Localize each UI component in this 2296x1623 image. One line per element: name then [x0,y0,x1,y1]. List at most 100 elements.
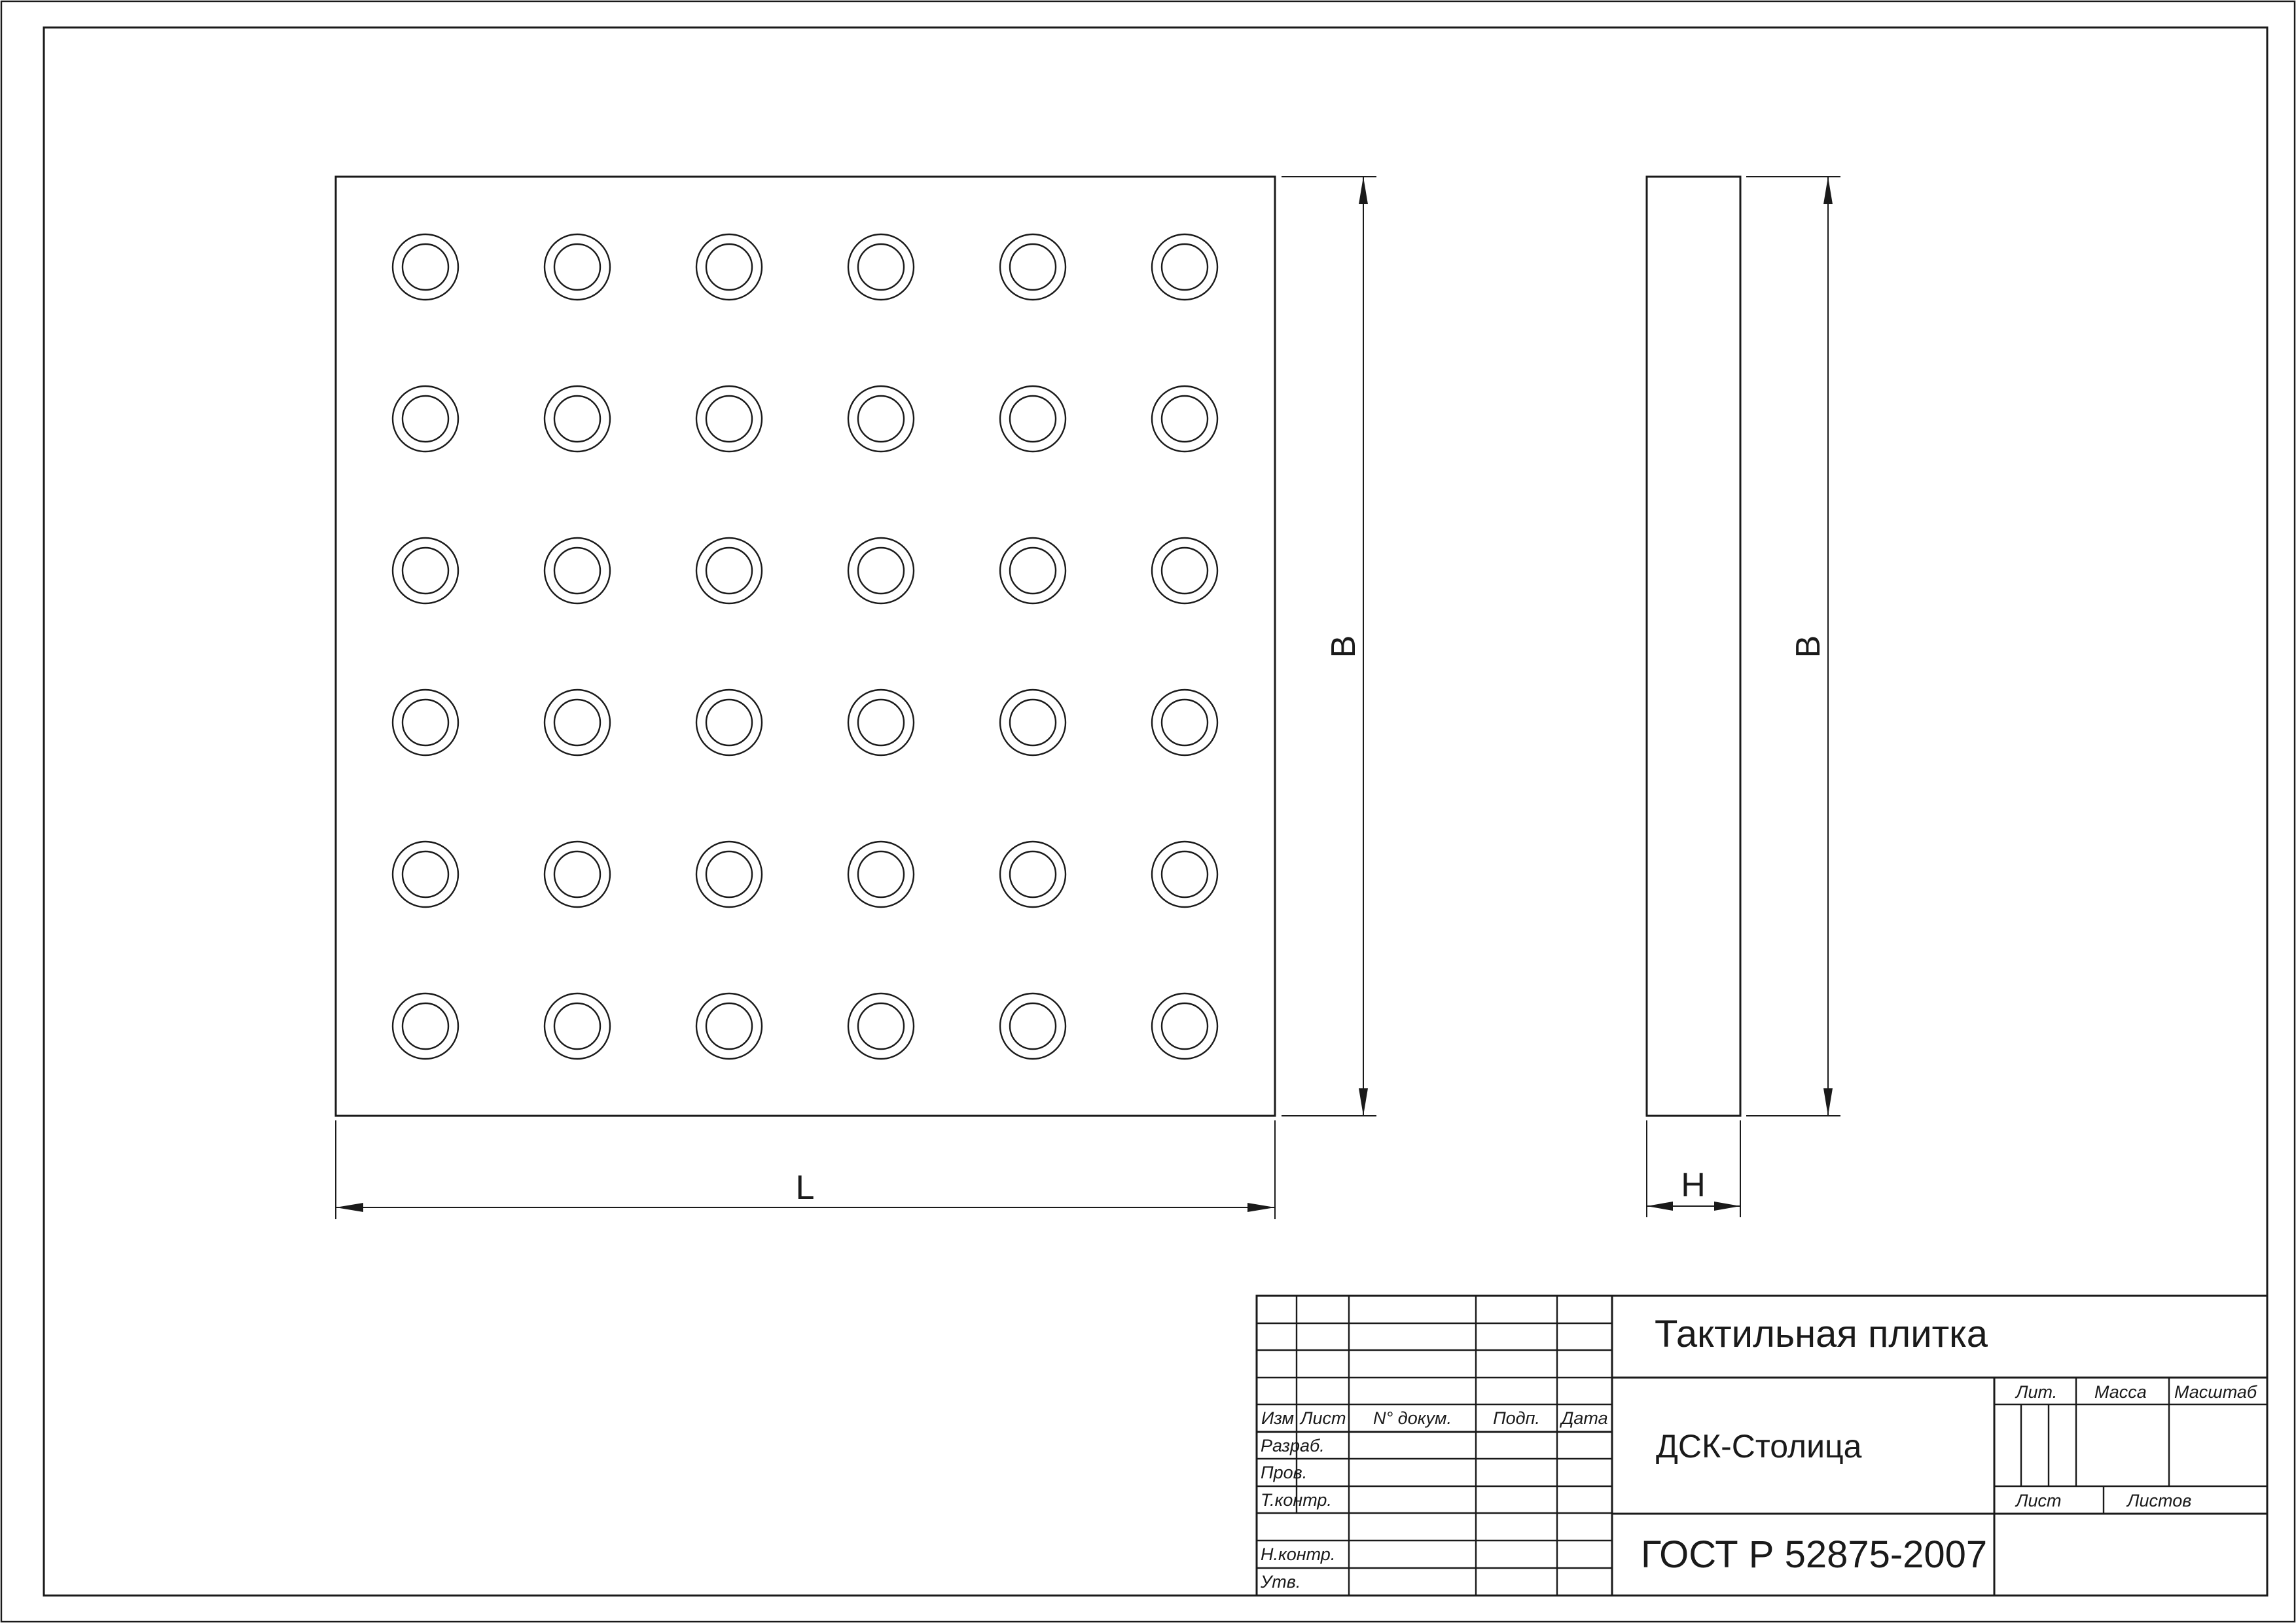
tactile-stud [1151,992,1219,1060]
stud-outer-ring [543,688,611,757]
stud-inner-ring [1160,243,1209,291]
stud-inner-ring [553,698,601,747]
stud-outer-ring [391,385,459,453]
stud-outer-ring [847,385,915,453]
stud-outer-ring [847,537,915,605]
tactile-stud [1151,688,1219,757]
dimension-width-front: B [1282,176,1376,1116]
stud-inner-ring [1009,243,1057,291]
stud-inner-ring [401,1002,450,1050]
tactile-stud [999,537,1067,605]
stud-inner-ring [1160,546,1209,595]
tactile-stud [391,385,459,453]
stud-inner-ring [1160,698,1209,747]
drawing-frame [43,26,2269,1597]
tactile-stud [695,992,763,1060]
side-view: B H [1645,175,1840,1217]
tb-role-tech-control: Т.контр. [1261,1490,1332,1510]
tb-sheet-label: Лист [2015,1491,2062,1510]
tactile-stud [847,688,915,757]
tactile-stud [1151,840,1219,908]
tactile-stud [391,992,459,1060]
stud-inner-ring [1009,1002,1057,1050]
tb-header-list: Лист [1299,1408,1346,1428]
tactile-stud [999,992,1067,1060]
stud-outer-ring [391,233,459,301]
tactile-stud [543,992,611,1060]
stud-outer-ring [391,840,459,908]
tb-role-developer: Разраб. [1261,1436,1325,1455]
stud-inner-ring [857,1002,905,1050]
dimension-height: H [1646,1120,1741,1217]
tb-header-signature: Подп. [1493,1408,1540,1428]
tb-lit-label: Лит. [2015,1382,2057,1402]
stud-inner-ring [1160,395,1209,443]
stud-inner-ring [553,395,601,443]
tactile-stud [1151,385,1219,453]
stud-inner-ring [857,850,905,899]
tb-sheets-label: Листов [2126,1491,2191,1510]
stud-outer-ring [1151,688,1219,757]
tb-role-norm-control: Н.контр. [1261,1544,1335,1564]
stud-inner-ring [857,243,905,291]
stud-outer-ring [847,233,915,301]
tactile-stud [847,992,915,1060]
stud-outer-ring [391,688,459,757]
tb-header-izm: Изм [1261,1408,1294,1428]
dimension-label-height: H [1681,1166,1706,1204]
stud-inner-ring [705,243,753,291]
stud-outer-ring [695,992,763,1060]
stud-inner-ring [401,243,450,291]
title-block: Изм Лист N° докум. Подп. Дата Разраб. Пр… [1255,1294,2269,1597]
tb-header-date: Дата [1559,1408,1607,1428]
dimension-label-width-side: B [1789,635,1827,658]
stud-inner-ring [705,1002,753,1050]
stud-outer-ring [999,385,1067,453]
tactile-stud [391,233,459,301]
stud-inner-ring [1009,395,1057,443]
tactile-stud [847,233,915,301]
tactile-stud [695,688,763,757]
tb-role-approved: Утв. [1260,1572,1300,1592]
stud-inner-ring [1009,546,1057,595]
dimension-label-length: L [796,1169,815,1207]
stud-outer-ring [999,992,1067,1060]
tactile-stud [695,233,763,301]
stud-inner-ring [401,395,450,443]
tactile-stud [543,688,611,757]
stud-inner-ring [705,546,753,595]
stud-inner-ring [1009,698,1057,747]
stud-outer-ring [999,688,1067,757]
stud-inner-ring [857,395,905,443]
tactile-stud [543,840,611,908]
tb-scale-label: Масштаб [2174,1382,2257,1402]
dimension-label-width-front: B [1325,635,1363,658]
stud-inner-ring [1160,850,1209,899]
stud-outer-ring [543,840,611,908]
tactile-stud [1151,537,1219,605]
stud-outer-ring [543,233,611,301]
stud-grid [391,233,1219,1060]
tb-title: Тактильная плитка [1655,1313,1988,1355]
stud-inner-ring [857,546,905,595]
stud-outer-ring [1151,537,1219,605]
tactile-stud [999,385,1067,453]
tb-organization: ДСК-Столица [1656,1428,1862,1465]
title-block-border [1255,1294,2269,1597]
tactile-stud [695,537,763,605]
tactile-stud [1151,233,1219,301]
stud-outer-ring [695,385,763,453]
stud-inner-ring [705,850,753,899]
tactile-stud [543,233,611,301]
tactile-stud [391,688,459,757]
tactile-stud [543,385,611,453]
stud-outer-ring [543,385,611,453]
stud-outer-ring [695,537,763,605]
stud-outer-ring [1151,233,1219,301]
tactile-stud [391,840,459,908]
tactile-stud [999,840,1067,908]
stud-outer-ring [847,688,915,757]
tactile-stud [543,537,611,605]
